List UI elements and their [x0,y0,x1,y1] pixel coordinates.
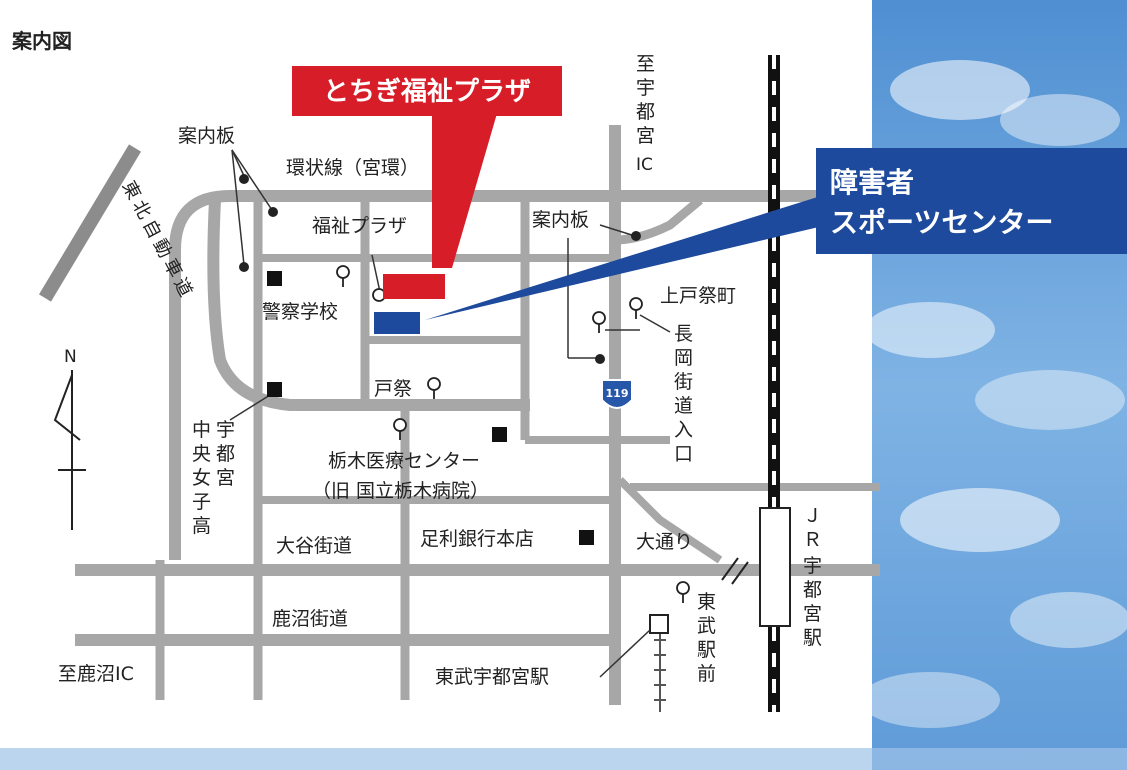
bus-stop-icon [427,377,441,399]
svg-text:都: 都 [636,101,655,123]
svg-text:Ｊ: Ｊ [803,505,822,527]
svg-text:街: 街 [674,371,693,393]
road-curve-ne [614,196,703,245]
fukushi-plaza-title: とちぎ福祉プラザ [323,77,531,107]
page-title: 案内図 [11,29,72,53]
kanjosen-label: 環状線（宮環） [286,157,419,179]
annaiban-label: 案内板 [178,125,235,147]
bus-stop-icon [676,581,690,603]
jr-utsunomiya-label: Ｊ Ｒ 宇 都 宮 駅 [803,505,822,649]
sports-center-title-line1: 障害者 [830,166,914,199]
tohoku-expressway [38,144,142,302]
svg-text:女: 女 [192,467,211,489]
tomatsuri-label: 戸祭 [374,378,412,400]
ashikaga-label: 足利銀行本店 [420,528,534,550]
jr-railway [721,55,791,712]
svg-text:宮: 宮 [636,125,655,147]
sports-center-marker [374,312,420,334]
tobu-railway [649,614,669,712]
svg-text:口: 口 [674,443,693,465]
annaiban-right-label: 案内板 [532,209,589,231]
ashikaga-square-icon [579,530,594,545]
landmark-squares [267,271,594,545]
bus-stop-icons [336,265,690,603]
route-119-shield: 119 [601,379,633,409]
leader-lines [229,149,671,678]
north-label: N [64,347,77,367]
sports-center-title-line2: スポーツセンター [830,206,1053,239]
svg-text:入: 入 [674,419,693,441]
tochigi-iryo-label: 栃木医療センター [328,450,480,472]
ohya-label: 大谷街道 [276,535,352,557]
svg-text:駅: 駅 [803,627,822,649]
svg-text:至: 至 [636,53,655,75]
shi-kanuma-label: 至鹿沼IC [58,663,134,685]
chuo-joshi-label: 宇 都 宮 中 央 女 子 高 [192,419,235,537]
sports-center-callout: 障害者 スポーツセンター [425,148,1127,320]
fukushi-plaza-marker [383,274,445,299]
kanuma-kaido-label: 鹿沼街道 [272,608,348,630]
bottom-strip [0,748,1127,770]
svg-text:都: 都 [216,443,235,465]
road-kanjosen [169,190,860,560]
north-arrow-icon: N [53,347,86,530]
svg-text:都: 都 [803,579,822,601]
jr-station-box [759,507,791,627]
svg-text:宇: 宇 [636,77,655,99]
bus-stop-icon [592,311,606,333]
nagaoka-label: 長 岡 街 道 入 口 [674,323,693,465]
tohoku-label: 東 北 自 動 車 道 [118,177,197,300]
svg-text:道: 道 [674,395,693,417]
kamitomatsuri-label: 上戸祭町 [660,285,736,307]
keisatsu-square-icon [267,271,282,286]
iryo-center-square-icon [492,427,507,442]
svg-text:岡: 岡 [674,347,693,369]
svg-text:Ｒ: Ｒ [803,529,822,551]
svg-text:宇: 宇 [803,555,822,577]
shi-utsunomiya-label: 至 宇 都 宮 IC [636,53,655,175]
map-labels: 案内板 環状線（宮環） 福祉プラザ 警察学校 戸祭 案内板 上戸祭町 栃木医療セ… [58,53,822,688]
keisatsu-label: 警察学校 [262,301,338,323]
svg-text:宮: 宮 [216,467,235,489]
svg-text:高: 高 [192,515,211,537]
svg-text:宇: 宇 [216,419,235,441]
roads [75,125,880,705]
bus-stop-icon [629,297,643,319]
svg-text:宮: 宮 [803,603,822,625]
road-diagonal-se [617,477,723,564]
kyu-kokuritsu-label: （旧 国立栃木病院） [312,480,489,502]
tobu-station-box [649,614,669,634]
bus-stop-icon [393,418,407,440]
svg-text:長: 長 [674,323,693,345]
svg-text:央: 央 [192,443,211,465]
svg-text:前: 前 [697,663,716,685]
route-number-label: 119 [606,387,629,400]
signboard-dots [239,174,641,364]
tobu-utsunomiya-label: 東武宇都宮駅 [435,666,549,688]
fukushi-plaza-callout: とちぎ福祉プラザ [292,66,562,268]
tobu-ekimae-label: 東 武 駅 前 [697,591,716,685]
svg-text:子: 子 [192,491,211,513]
chuo-joshi-square-icon [267,382,282,397]
svg-text:武: 武 [697,615,716,637]
sky-background [860,0,1127,770]
svg-text:IC: IC [636,155,653,175]
bus-stop-icon [336,265,350,287]
svg-text:駅: 駅 [697,639,716,661]
svg-text:中: 中 [192,419,211,441]
svg-text:東: 東 [697,591,716,613]
fukushi-plaza-small-label: 福祉プラザ [312,215,407,237]
odori-label: 大通り [636,531,693,553]
